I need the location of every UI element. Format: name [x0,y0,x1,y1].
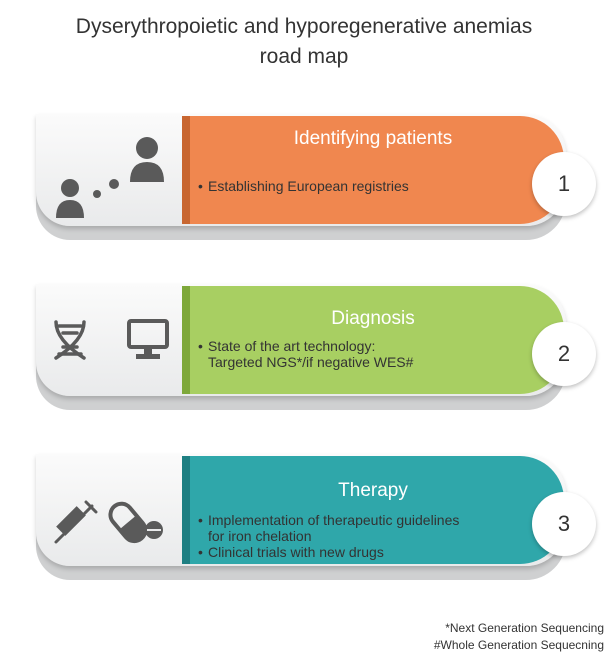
bullet-item: Clinical trials with new drugs [198,544,459,560]
panel: Therapy Implementation of therapeutic gu… [182,456,564,564]
panel: Diagnosis State of the art technology: T… [182,286,564,394]
bullet-list: Establishing European registries [198,178,409,194]
panel-edge [182,286,190,394]
footnotes: *Next Generation Sequencing #Whole Gener… [434,620,604,654]
bullet-list: Implementation of therapeutic guidelines… [198,512,459,560]
person-icon [136,137,158,159]
syringe-icon [54,500,98,544]
dna-icon [54,320,86,360]
step-number: 1 [532,152,596,216]
step-identifying-patients: Identifying patients Establishing Europe… [36,114,602,244]
monitor-icon [127,319,169,359]
panel: Identifying patients Establishing Europe… [182,116,564,224]
dot-medium [109,179,119,189]
bullet-list: State of the art technology: Targeted NG… [198,338,413,370]
panel-edge [182,456,190,564]
step-diagnosis: Diagnosis State of the art technology: T… [36,284,602,414]
bullet-item: State of the art technology: Targeted NG… [198,338,413,370]
panel-heading: Therapy [338,480,408,501]
person-icon [61,179,79,197]
footnote-wes: #Whole Generation Sequecning [433,638,604,652]
pills-icon [108,501,163,544]
bullet-item: Establishing European registries [198,178,409,194]
person-body [130,162,164,182]
step-number: 3 [532,492,596,556]
footnote-ngs: *Next Generation Sequencing [445,621,604,635]
step-therapy: Therapy Implementation of therapeutic gu… [36,454,602,584]
title-line-2: road map [259,45,349,68]
bullet-item: Implementation of therapeutic guidelines… [198,512,459,544]
panel-edge [182,116,190,224]
step-number: 2 [532,322,596,386]
page-title: Dyserythropoietic and hyporegenerative a… [0,12,608,72]
panel-heading: Diagnosis [331,308,415,329]
patients-icon [56,137,164,218]
dot-small [93,190,101,198]
panel-heading: Identifying patients [293,128,453,149]
title-line-1: Dyserythropoietic and hyporegenerative a… [75,15,533,38]
person-body [56,200,84,218]
